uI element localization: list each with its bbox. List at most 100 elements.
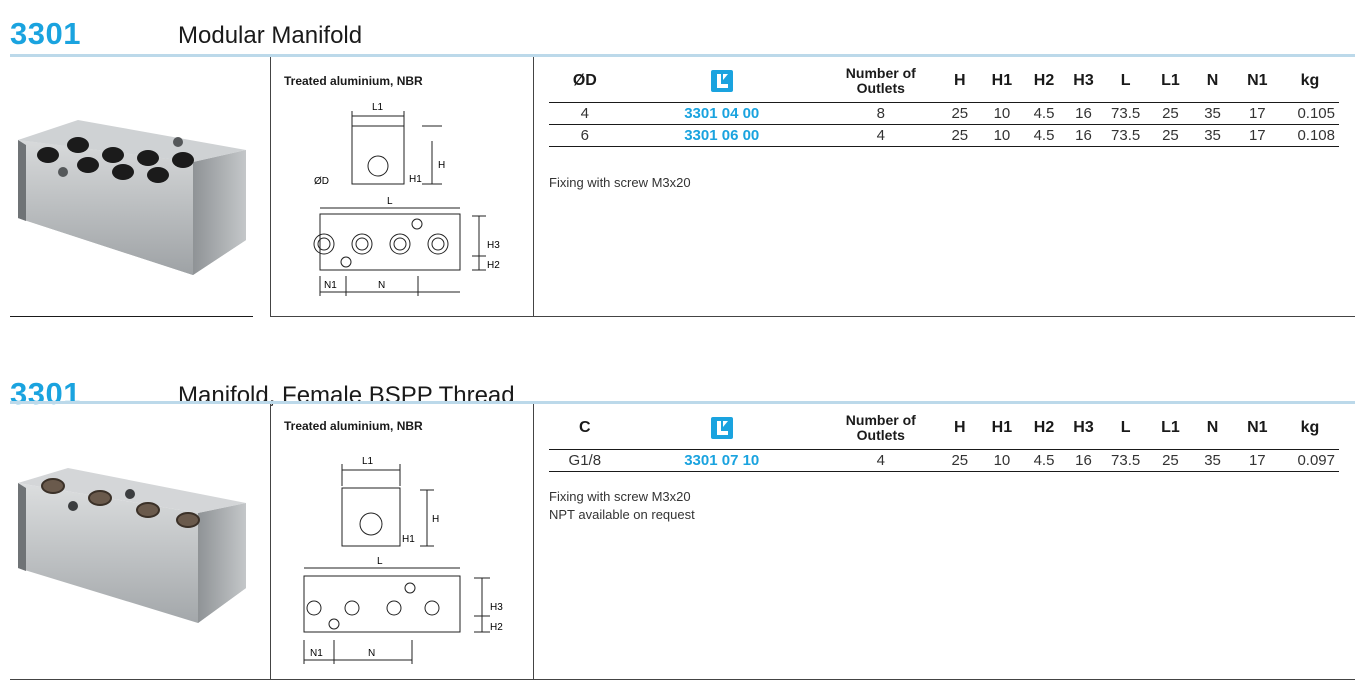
col-d: ØD — [549, 60, 621, 103]
cell-h2: 4.5 — [1022, 124, 1066, 147]
product-code: 3301 — [10, 16, 81, 51]
product-code: 3301 — [10, 376, 81, 411]
cell-h: 25 — [938, 449, 981, 472]
product-title: Modular Manifold — [178, 22, 363, 49]
cell-outlets: 8 — [822, 102, 939, 125]
dim-h: H — [432, 514, 439, 525]
col-h2: H2 — [1022, 60, 1066, 103]
dim-n1: N1 — [310, 648, 323, 659]
col-partno — [620, 60, 823, 103]
cell-outlets: 4 — [822, 124, 939, 147]
product-title: Manifold, Female BSPP Thread — [178, 382, 515, 409]
note-npt: NPT available on request — [549, 507, 695, 522]
dim-n: N — [368, 648, 375, 659]
notes: Fixing with screw M3x20 NPT available on… — [549, 488, 695, 524]
cell-l1: 25 — [1149, 449, 1192, 472]
divider-right — [533, 404, 534, 680]
cell-h: 25 — [938, 124, 981, 147]
notes: Fixing with screw M3x20 — [549, 174, 691, 192]
col-h2: H2 — [1022, 407, 1066, 450]
col-n: N — [1191, 407, 1234, 450]
product-photo-female-bspp — [18, 468, 246, 623]
table-row: 4 3301 04 00 8 25 10 4.5 16 73.5 25 35 1… — [549, 102, 1339, 125]
dim-n1: N1 — [324, 280, 337, 291]
cell-kg: 0.105 — [1280, 102, 1339, 125]
cell-n: 35 — [1191, 102, 1234, 125]
col-h: H — [938, 407, 981, 450]
cell-outlets: 4 — [822, 449, 939, 472]
cell-partno[interactable]: 3301 07 10 — [620, 449, 823, 472]
col-n1: N1 — [1233, 60, 1281, 103]
note-fixing: Fixing with screw M3x20 — [549, 489, 691, 504]
cell-kg: 0.108 — [1280, 124, 1339, 147]
cell-n1: 17 — [1233, 449, 1281, 472]
photo-underline — [10, 316, 253, 317]
cell-h3: 16 — [1065, 102, 1102, 125]
product-photo-modular-manifold — [18, 120, 246, 275]
col-h3: H3 — [1065, 407, 1102, 450]
brand-logo-icon — [710, 417, 733, 439]
section-header: 3301 Modular Manifold — [0, 16, 1365, 52]
cell-n1: 17 — [1233, 124, 1281, 147]
section-bottom-rule — [10, 679, 1355, 680]
section-bottom-rule — [270, 316, 1355, 317]
cell-l1: 25 — [1149, 124, 1192, 147]
col-l: L — [1101, 60, 1150, 103]
col-kg: kg — [1280, 60, 1339, 103]
dim-n: N — [378, 280, 385, 291]
cell-d: 4 — [549, 102, 621, 125]
dim-l: L — [377, 556, 383, 567]
dim-h1: H1 — [402, 534, 415, 545]
dim-l1: L1 — [362, 456, 374, 467]
dim-h1: H1 — [409, 174, 422, 185]
dim-h3: H3 — [490, 602, 503, 613]
dim-h: H — [438, 160, 445, 171]
dim-h3: H3 — [487, 240, 500, 251]
material-label: Treated aluminium, NBR — [284, 74, 423, 88]
dim-h2: H2 — [490, 622, 503, 633]
table-row: 6 3301 06 00 4 25 10 4.5 16 73.5 25 35 1… — [549, 124, 1339, 147]
material-label: Treated aluminium, NBR — [284, 419, 423, 433]
header-rule — [10, 401, 1355, 404]
cell-l1: 25 — [1149, 102, 1192, 125]
cell-partno[interactable]: 3301 06 00 — [620, 124, 823, 147]
header-rule — [10, 54, 1355, 57]
cell-d: 6 — [549, 124, 621, 147]
col-h3: H3 — [1065, 60, 1102, 103]
technical-drawing-female-bspp: L1 H H1 L H3 H2 N1 N — [303, 456, 503, 664]
cell-n1: 17 — [1233, 102, 1281, 125]
col-h1: H1 — [980, 60, 1023, 103]
cell-n: 35 — [1191, 449, 1234, 472]
divider-left — [270, 57, 271, 317]
col-partno — [620, 407, 823, 450]
col-h1: H1 — [980, 407, 1023, 450]
col-l1: L1 — [1149, 407, 1192, 450]
col-l1: L1 — [1149, 60, 1192, 103]
col-h: H — [938, 60, 981, 103]
section-header: 3301 Manifold, Female BSPP Thread — [0, 376, 1365, 412]
table-row: G1/8 3301 07 10 4 25 10 4.5 16 73.5 25 3… — [549, 449, 1339, 472]
cell-l: 73.5 — [1101, 124, 1150, 147]
dim-l1: L1 — [372, 102, 384, 113]
cell-h1: 10 — [980, 449, 1023, 472]
cell-h2: 4.5 — [1022, 449, 1066, 472]
cell-c: G1/8 — [549, 449, 621, 472]
col-l: L — [1101, 407, 1150, 450]
cell-h2: 4.5 — [1022, 102, 1066, 125]
cell-kg: 0.097 — [1280, 449, 1339, 472]
cell-partno[interactable]: 3301 04 00 — [620, 102, 823, 125]
cell-l: 73.5 — [1101, 102, 1150, 125]
col-c: C — [549, 407, 621, 450]
technical-drawing-modular-manifold: L1 H H1 ØD L H3 H2 N1 N — [313, 102, 500, 296]
cell-h1: 10 — [980, 102, 1023, 125]
dim-h2: H2 — [487, 260, 500, 271]
cell-h: 25 — [938, 102, 981, 125]
divider-left — [270, 404, 271, 680]
note-fixing: Fixing with screw M3x20 — [549, 175, 691, 190]
brand-logo-icon — [710, 70, 733, 92]
dim-l: L — [387, 196, 393, 207]
cell-h3: 16 — [1065, 449, 1102, 472]
